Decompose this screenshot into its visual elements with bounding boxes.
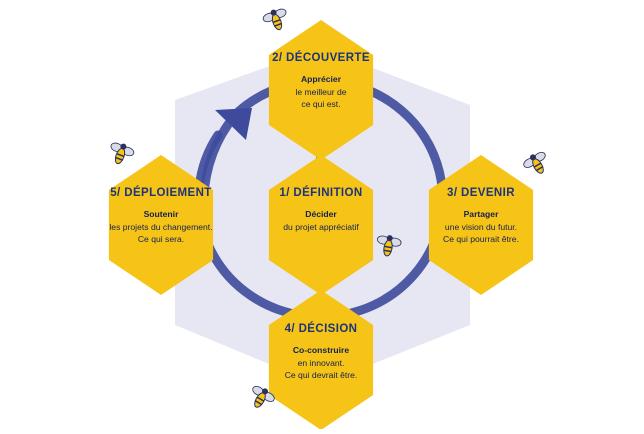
stage-devenir: 3/ DEVENIR Partager une vision du futur.… xyxy=(415,187,547,246)
stage-lead: Décider xyxy=(305,209,337,219)
stage-title: 2/ DÉCOUVERTE xyxy=(272,52,370,64)
stage-line: en innovant. xyxy=(297,357,345,368)
stage-decouverte: 2/ DÉCOUVERTE Apprécier le meilleur de c… xyxy=(255,52,387,111)
cycle-arrow-head xyxy=(215,108,252,140)
stage-lead: Soutenir xyxy=(143,209,179,219)
stage-line: les projets du changement. xyxy=(109,221,213,232)
hexagon-definition xyxy=(268,155,374,295)
hexagon-decouverte xyxy=(268,20,374,160)
stage-lead: Co-construire xyxy=(292,345,350,355)
stage-line: le meilleur de xyxy=(295,86,347,97)
hexagon-devenir xyxy=(428,155,534,295)
stage-line: Ce qui devrait être. xyxy=(284,370,358,380)
bee-icon xyxy=(376,235,402,257)
stage-lead: Partager xyxy=(463,209,499,219)
hexagon-deploiement xyxy=(108,155,214,295)
stage-line: Ce qui sera. xyxy=(137,234,185,244)
stage-definition: 1/ DÉFINITION Décider du projet apprécia… xyxy=(255,187,387,233)
hexagon-decision xyxy=(268,290,374,430)
stage-title: 1/ DÉFINITION xyxy=(279,187,363,199)
stage-line: Ce qui pourrait être. xyxy=(443,234,519,244)
stage-title: 5/ DÉPLOIEMENT xyxy=(110,187,212,199)
stage-title: 3/ DEVENIR xyxy=(447,187,515,199)
stage-decision: 4/ DÉCISION Co-construire en innovant. C… xyxy=(255,323,387,382)
stage-title: 4/ DÉCISION xyxy=(284,323,358,335)
stage-deploiement: 5/ DÉPLOIEMENT Soutenir les projets du c… xyxy=(95,187,227,246)
bee-icon xyxy=(262,8,287,31)
bee-icon xyxy=(110,142,135,165)
stage-line: du projet appréciatif xyxy=(283,221,359,232)
bee-icon xyxy=(523,151,546,174)
stage-line: ce qui est. xyxy=(301,99,341,109)
bee-icon xyxy=(252,385,275,408)
stage-lead: Apprécier xyxy=(300,74,342,84)
stage-line: une vision du futur. xyxy=(444,221,518,232)
